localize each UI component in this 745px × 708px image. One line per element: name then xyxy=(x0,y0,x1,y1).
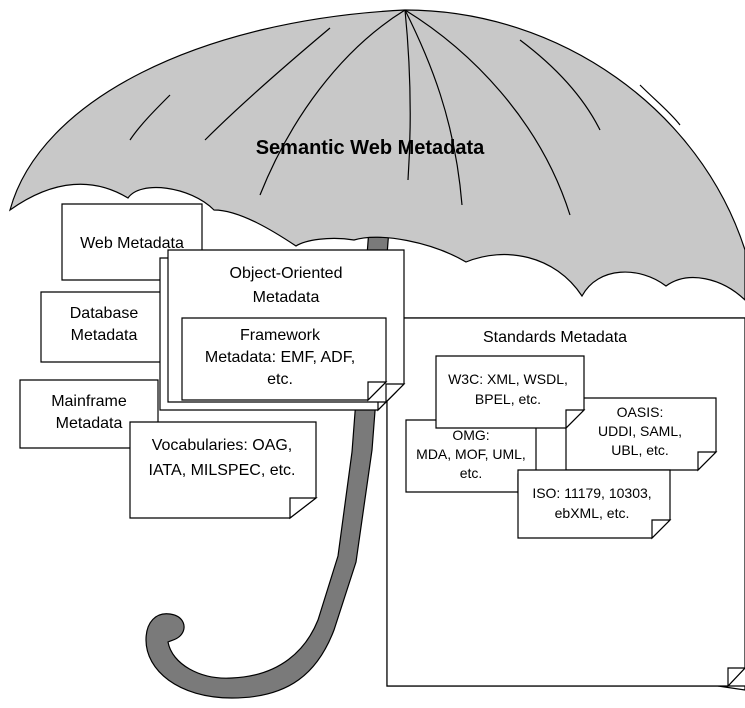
canopy-ribs xyxy=(129,9,681,216)
iso-label-line-2: ebXML, etc. xyxy=(555,505,630,521)
iso-label-line-1: ISO: 11179, 10303, xyxy=(532,485,651,501)
w3c-document: W3C: XML, WSDL, BPEL, etc. xyxy=(435,355,586,430)
omg-label-line-1: OMG: xyxy=(452,427,489,443)
object-oriented-line-1: Object-Oriented xyxy=(230,265,343,282)
web-metadata-label: Web Metadata xyxy=(80,235,184,252)
database-metadata-line-2: Metadata xyxy=(71,327,138,344)
vocabularies-document: Vocabularies: OAG, IATA, MILSPEC, etc. xyxy=(129,421,318,520)
database-metadata-line-1: Database xyxy=(70,305,139,322)
mainframe-line-1: Mainframe xyxy=(51,393,127,410)
vocabularies-line-1: Vocabularies: OAG, xyxy=(152,437,293,454)
omg-label-line-2: MDA, MOF, UML, xyxy=(416,446,526,462)
iso-document: ISO: 11179, 10303, ebXML, etc. xyxy=(517,469,672,540)
database-metadata-document: Database Metadata xyxy=(40,291,182,364)
object-oriented-line-2: Metadata xyxy=(253,289,320,306)
framework-line-3: etc. xyxy=(267,371,293,388)
mainframe-line-2: Metadata xyxy=(56,415,123,432)
omg-label-line-3: etc. xyxy=(460,465,483,481)
w3c-label-line-2: BPEL, etc. xyxy=(475,391,541,407)
oasis-label-line-3: UBL, etc. xyxy=(611,442,669,458)
vocabularies-line-2: IATA, MILSPEC, etc. xyxy=(149,462,296,479)
umbrella-handle xyxy=(145,228,390,699)
canopy-title: Semantic Web Metadata xyxy=(256,137,485,159)
framework-metadata-document: Framework Metadata: EMF, ADF, etc. xyxy=(181,317,388,402)
oasis-label-line-1: OASIS: xyxy=(617,404,664,420)
w3c-label-line-1: W3C: XML, WSDL, xyxy=(448,371,568,387)
framework-line-2: Metadata: EMF, ADF, xyxy=(205,349,355,366)
oasis-label-line-2: UDDI, SAML, xyxy=(598,423,682,439)
standards-metadata-label: Standards Metadata xyxy=(483,329,627,346)
oasis-document: OASIS: UDDI, SAML, UBL, etc. xyxy=(565,397,718,472)
omg-document: OMG: MDA, MOF, UML, etc. xyxy=(405,419,538,494)
framework-line-1: Framework xyxy=(240,327,321,344)
